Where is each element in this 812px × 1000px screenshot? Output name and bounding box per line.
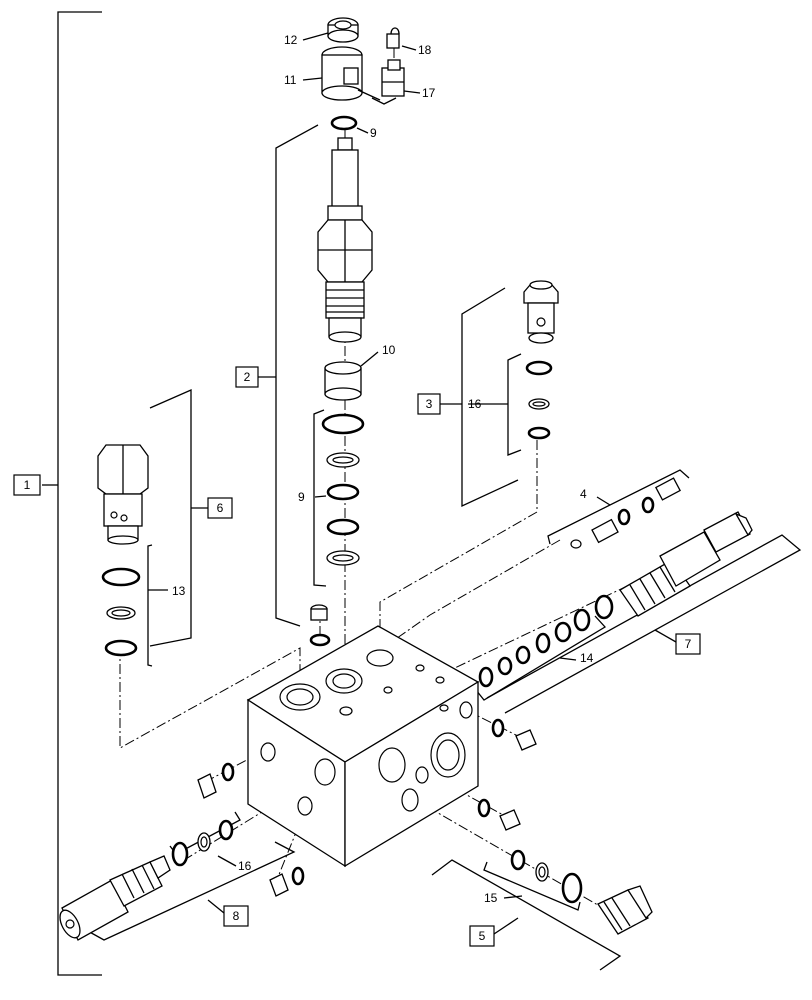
callout-9-stack-label: 9 bbox=[298, 490, 305, 504]
assembly-bracket-8 bbox=[85, 841, 296, 941]
callout-13-label: 13 bbox=[172, 584, 186, 598]
callout-9-top-label: 9 bbox=[370, 126, 377, 140]
subbracket-15 bbox=[483, 861, 581, 911]
subbracket-16-top bbox=[507, 353, 522, 456]
sleeve-part-10 bbox=[324, 351, 379, 401]
callout-2-label: 2 bbox=[244, 370, 251, 384]
plug-right bbox=[491, 718, 537, 751]
connector-part-17 bbox=[371, 59, 405, 105]
callout-3-label: 3 bbox=[426, 397, 433, 411]
orifice-parts-4 bbox=[570, 477, 681, 549]
valve-cartridge-5 bbox=[597, 885, 653, 935]
coil-part-11 bbox=[321, 46, 381, 101]
callout-10-label: 10 bbox=[382, 343, 396, 357]
plug-top-small bbox=[309, 604, 331, 647]
callout-1-label: 1 bbox=[24, 478, 31, 492]
callout-15-label: 15 bbox=[484, 891, 498, 905]
callout-6-label: 6 bbox=[217, 501, 224, 515]
solenoid-valve-7 bbox=[619, 511, 753, 617]
valve-cartridge-8 bbox=[59, 855, 171, 941]
callout-box-8: 8 bbox=[223, 905, 249, 927]
assembly-bracket-1 bbox=[42, 11, 102, 976]
assembly-bracket-2 bbox=[258, 124, 319, 627]
assembly-bracket-3 bbox=[440, 287, 519, 508]
callout-box-5: 5 bbox=[469, 925, 495, 947]
callout-7-label: 7 bbox=[685, 637, 692, 651]
relief-cartridge-6 bbox=[97, 444, 149, 545]
manifold-block bbox=[246, 625, 480, 868]
callout-11-label: 11 bbox=[284, 73, 297, 87]
callout-box-3: 3 bbox=[417, 393, 441, 415]
subbracket-14 bbox=[475, 615, 607, 701]
callout-16-top-label: 16 bbox=[468, 397, 482, 411]
callout-5-label: 5 bbox=[479, 929, 486, 943]
callout-4-label: 4 bbox=[580, 487, 587, 501]
callout-box-2: 2 bbox=[235, 366, 259, 388]
plug-bottom bbox=[269, 866, 305, 897]
callout-18-label: 18 bbox=[418, 43, 432, 57]
assembly-bracket-5 bbox=[431, 859, 622, 971]
solenoid-cartridge-valve bbox=[317, 137, 373, 343]
plug-lower-right bbox=[477, 798, 521, 831]
assembly-bracket-7 bbox=[486, 534, 802, 714]
callout-box-6: 6 bbox=[207, 497, 233, 519]
assembly-bracket-6 bbox=[149, 389, 208, 647]
callout-12-label: 12 bbox=[284, 33, 298, 47]
callout-16-left-label: 16 bbox=[238, 859, 252, 873]
subbracket-13 bbox=[147, 544, 153, 667]
seals-15 bbox=[510, 849, 583, 904]
plug-left bbox=[197, 762, 235, 799]
seals-16-top bbox=[525, 360, 553, 440]
o-ring-9-top bbox=[330, 115, 358, 131]
seals-14 bbox=[478, 594, 614, 688]
seals-13 bbox=[101, 567, 141, 657]
callout-17-label: 17 bbox=[422, 86, 436, 100]
callout-8-label: 8 bbox=[233, 909, 240, 923]
seals-16-left bbox=[171, 819, 234, 867]
clip-part-18 bbox=[386, 27, 400, 60]
leader-lines bbox=[148, 32, 611, 899]
check-valve-cartridge-3 bbox=[523, 280, 559, 344]
subbracket-4 bbox=[547, 469, 690, 545]
subbracket-9 bbox=[313, 409, 327, 587]
callout-box-1: 1 bbox=[13, 474, 41, 496]
nut-part-12 bbox=[327, 17, 359, 43]
callout-box-7: 7 bbox=[675, 633, 701, 655]
seal-stack-9 bbox=[321, 413, 365, 566]
callout-14-label: 14 bbox=[580, 651, 594, 665]
